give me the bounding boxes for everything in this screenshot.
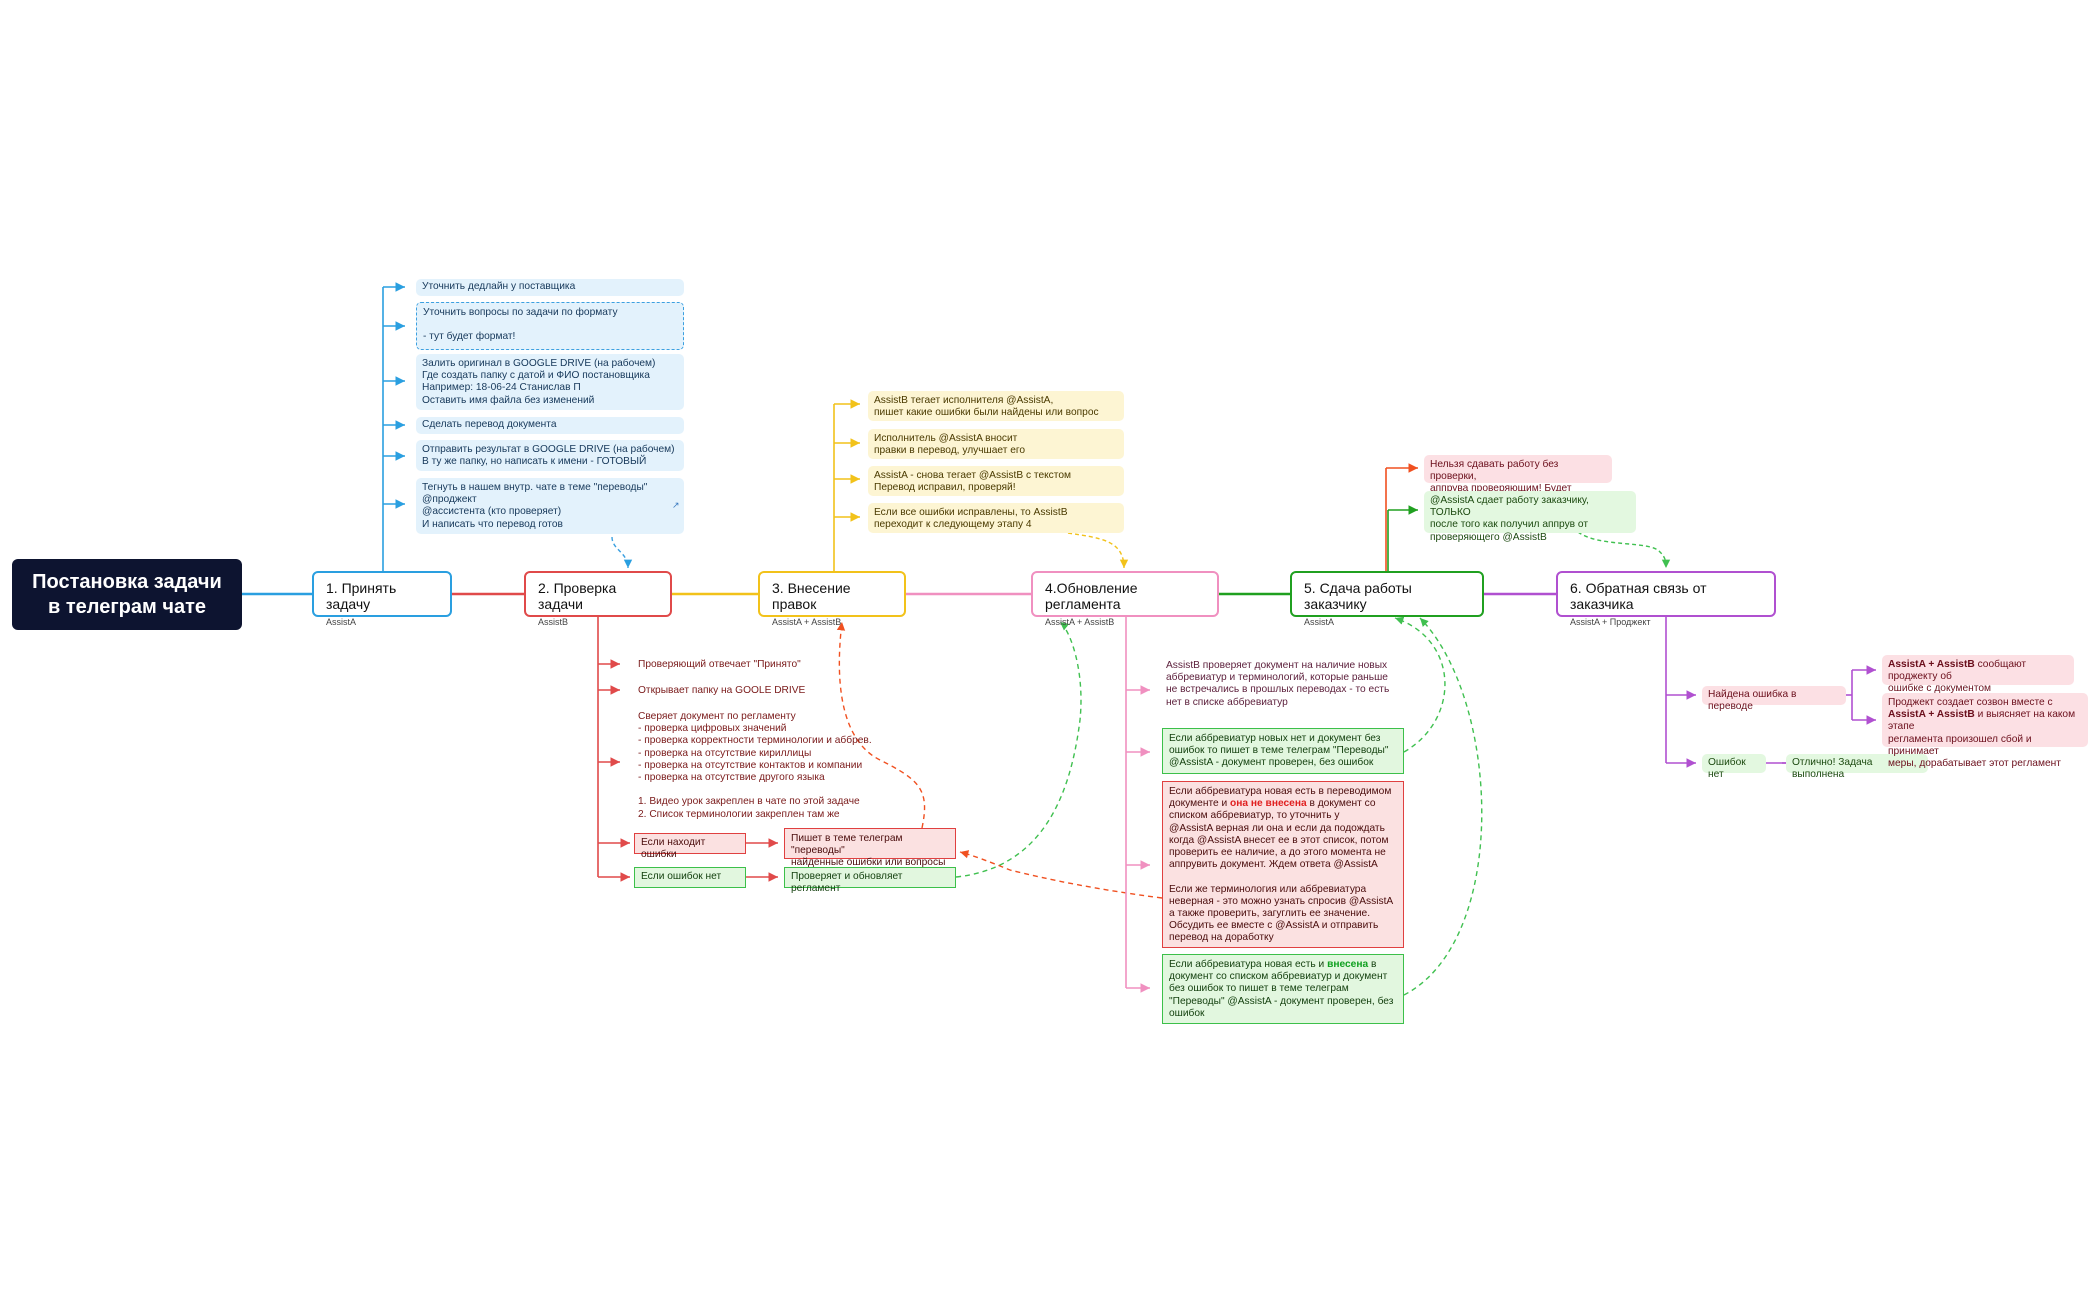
stage6-notify-project[interactable]: AssistA + AssistB сообщают проджекту об … bbox=[1882, 655, 2074, 694]
stage3-note-retag[interactable]: AssistA - снова тегает @AssistB с тексто… bbox=[868, 466, 1124, 496]
stage2-note-checklist: Сверяет документ по регламенту - проверк… bbox=[638, 711, 872, 820]
stage6-found-error[interactable]: Найдена ошибка в переводе bbox=[1702, 686, 1846, 712]
stage-title: 2. Проверка задачи bbox=[538, 580, 617, 612]
stage3-note-tag-executor[interactable]: AssistB тегает исполнителя @AssistA, пиш… bbox=[868, 391, 1124, 421]
stage-role: AssistA + AssistB bbox=[1045, 617, 1115, 627]
text: Если аббревиатура новая есть в переводим… bbox=[1169, 786, 1392, 810]
stage-role: AssistB bbox=[538, 617, 569, 627]
text-bold: AssistA + AssistB bbox=[1888, 709, 1975, 721]
stage5-note-penalty[interactable]: Нельзя сдавать работу без проверки, аппр… bbox=[1424, 455, 1612, 507]
stage-1-node[interactable]: 1. Принять задачу AssistA bbox=[312, 571, 452, 627]
stage1-note-upload[interactable]: Залить оригинал в GOOGLE DRIVE (на рабоч… bbox=[416, 354, 684, 410]
stage3-note-fix[interactable]: Исполнитель @AssistA вносит правки в пер… bbox=[868, 429, 1124, 459]
stage4-new-added[interactable]: Если аббревиатура новая есть и внесена в… bbox=[1162, 954, 1404, 1024]
stage-title: 3. Внесение правок bbox=[772, 580, 851, 612]
stage-title: 5. Сдача работы заказчику bbox=[1304, 580, 1412, 612]
stage6-done[interactable]: Отлично! Задача выполнена bbox=[1786, 754, 1928, 780]
stage-title: 6. Обратная связь от заказчика bbox=[1570, 580, 1707, 612]
stage4-note-intro: AssistB проверяет документ на наличие но… bbox=[1166, 660, 1390, 708]
stage2-if-errors[interactable]: Если находит ошибки bbox=[634, 833, 746, 860]
stage-role: AssistA bbox=[1304, 617, 1335, 627]
stage-5-node[interactable]: 5. Сдача работы заказчику AssistA bbox=[1290, 571, 1484, 627]
stage1-note-format[interactable]: Уточнить вопросы по задачи по формату - … bbox=[416, 302, 684, 350]
text: в документ со списком аббревиатур и доку… bbox=[1169, 959, 1394, 1019]
stage3-note-next-stage[interactable]: Если все ошибки исправлены, то AssistB п… bbox=[868, 503, 1124, 533]
stage1-note-send-result[interactable]: Отправить результат в GOOGLE DRIVE (на р… bbox=[416, 440, 684, 471]
stage4-new-not-added[interactable]: Если аббревиатура новая есть в переводим… bbox=[1162, 781, 1404, 948]
stage-role: AssistA + Проджект bbox=[1570, 617, 1651, 627]
stage5-note-handover[interactable]: @AssistA сдает работу заказчику, ТОЛЬКО … bbox=[1424, 491, 1636, 543]
external-link-icon[interactable]: ↗ bbox=[672, 500, 680, 510]
stage-role: AssistA bbox=[326, 617, 357, 627]
stage2-note-open-drive: Открывает папку на GOOLE DRIVE bbox=[638, 685, 806, 696]
text: и выясняет на каком этапе регламента про… bbox=[1888, 709, 2076, 770]
text: в документ со списком аббревиатур, то ут… bbox=[1169, 798, 1394, 944]
stage1-note-deadline[interactable]: Уточнить дедлайн у поставщика bbox=[416, 279, 684, 296]
stage6-no-errors[interactable]: Ошибок нет bbox=[1702, 754, 1766, 780]
highlight-not-added: она не внесена bbox=[1230, 798, 1307, 810]
highlight-added: внесена bbox=[1327, 959, 1369, 970]
text-bold: AssistA + AssistB bbox=[1888, 659, 1975, 670]
stage4-no-new-abbrev[interactable]: Если аббревиатур новых нет и документ бе… bbox=[1162, 728, 1404, 774]
root-title[interactable]: Постановка задачи в телеграм чате bbox=[12, 559, 242, 630]
text: сообщают проджекту об ошибке с документо… bbox=[1888, 659, 2027, 695]
text: Если аббревиатура новая есть и bbox=[1169, 959, 1328, 970]
stage-title: 4.Обновление регламента bbox=[1045, 580, 1138, 612]
stage-title: 1. Принять задачу bbox=[326, 580, 397, 612]
stage-6-node[interactable]: 6. Обратная связь от заказчика AssistA +… bbox=[1556, 571, 1776, 627]
stage2-if-no-errors[interactable]: Если ошибок нет bbox=[634, 867, 746, 888]
text: Проджект создает созвон вместе с bbox=[1888, 697, 2053, 708]
stage-3-node[interactable]: 3. Внесение правок AssistA + AssistB bbox=[758, 571, 906, 627]
stage6-project-call[interactable]: Проджект создает созвон вместе с AssistA… bbox=[1882, 693, 2088, 769]
stage-2-node[interactable]: 2. Проверка задачи AssistB bbox=[524, 571, 672, 627]
stage-role: AssistA + AssistB bbox=[772, 617, 842, 627]
stage2-update-regulations[interactable]: Проверяет и обновляет регламент bbox=[784, 867, 956, 894]
stage2-note-accept: Проверяющий отвечает "Принято" bbox=[638, 659, 801, 670]
stage-4-node[interactable]: 4.Обновление регламента AssistA + Assist… bbox=[1031, 571, 1219, 627]
stage2-write-errors[interactable]: Пишет в теме телеграм "переводы" найденн… bbox=[784, 828, 956, 868]
stage1-note-translate[interactable]: Сделать перевод документа bbox=[416, 417, 684, 434]
stage1-note-tag[interactable]: Тегнуть в нашем внутр. чате в теме "пере… bbox=[416, 478, 684, 534]
